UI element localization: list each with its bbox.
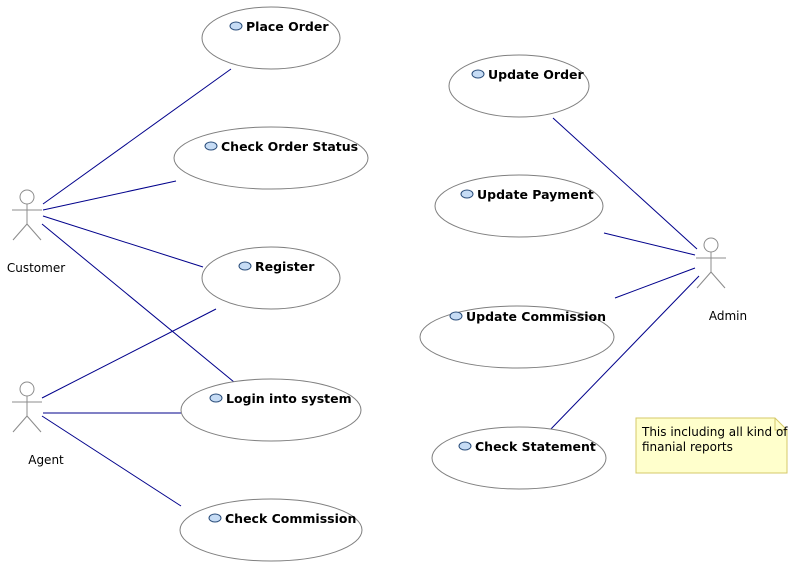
assoc-agent-register [41,308,217,399]
assoc-admin-update-commission [614,267,696,299]
note-line-1: This including all kind of [641,425,788,439]
actor-admin[interactable]: Admin [696,237,747,323]
use-case-check-statement[interactable]: Check Statement [431,426,607,490]
use-case-label: Check Commission [225,511,356,526]
use-case-icon [208,513,222,523]
note-fold [774,418,787,431]
note-shape [635,417,788,474]
note[interactable]: This including all kind of finanial repo… [635,417,788,474]
actor-customer[interactable]: Customer [7,189,65,275]
use-case-label: Update Payment [477,187,594,202]
use-case-icon [449,311,463,321]
use-case-icon [238,261,252,271]
use-case-place-order[interactable]: Place Order [201,6,341,70]
use-case-icon [460,189,474,199]
actor-label: Agent [28,453,64,467]
assoc-agent-check-commission [41,415,182,507]
use-case-check-order-status[interactable]: Check Order Status [173,126,369,190]
stick-figure-icon [12,189,42,241]
associations [41,68,700,507]
assoc-admin-update-payment [603,232,696,256]
use-case-label: Register [255,259,315,274]
use-case-label: Check Order Status [221,139,358,154]
stick-figure-icon [12,381,42,433]
use-case-icon [204,141,218,151]
use-case-label: Check Statement [475,439,596,454]
use-case-label: Update Order [488,67,585,82]
use-case-icon [209,393,223,403]
use-case-update-order[interactable]: Update Order [448,54,590,118]
actor-agent[interactable]: Agent [12,381,64,467]
use-case-label: Login into system [226,391,352,406]
use-case-icon [229,21,243,31]
use-case-update-commission[interactable]: Update Commission [419,305,615,369]
use-case-icon [458,441,472,451]
assoc-customer-login [41,223,235,383]
use-case-label: Place Order [246,19,329,34]
assoc-admin-check-statement [548,275,700,432]
assoc-customer-register [42,215,204,268]
use-case-login-into-system[interactable]: Login into system [180,378,362,442]
assoc-admin-update-order [552,117,698,250]
actor-label: Customer [7,261,65,275]
assoc-customer-check-order-status [42,180,177,211]
use-case-check-commission[interactable]: Check Commission [179,498,363,562]
note-line-2: finanial reports [642,440,733,454]
use-case-label: Update Commission [466,309,606,324]
actor-label: Admin [709,309,747,323]
stick-figure-icon [696,237,726,289]
use-case-update-payment[interactable]: Update Payment [434,174,604,238]
use-case-register[interactable]: Register [201,246,341,310]
use-case-icon [471,69,485,79]
assoc-customer-place-order [42,68,232,205]
